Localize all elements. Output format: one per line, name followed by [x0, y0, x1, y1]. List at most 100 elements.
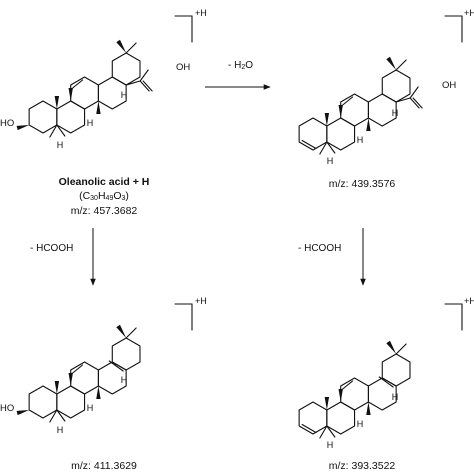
carboxyl-oh-bond: [409, 86, 419, 99]
ring-e: [381, 353, 411, 387]
ring-h-label-2c: H: [326, 156, 334, 166]
ring-c: [70, 361, 99, 395]
ring-h-label-3b: H: [86, 403, 94, 413]
ring-h-label-1c: H: [56, 140, 64, 150]
ring-a: [298, 401, 328, 435]
ring-e: [111, 52, 141, 86]
methyl-bond-a2: [326, 141, 336, 154]
methyl-wedge-c8: [68, 373, 73, 386]
carbonyl-double-bond: [142, 80, 153, 92]
methyl-bond-a1: [49, 409, 58, 423]
ring-b: [326, 117, 356, 151]
compound-mz-4: m/z: 393.3522: [328, 460, 396, 472]
ring-a: [298, 117, 328, 151]
adduct-label-2: +H: [464, 8, 474, 18]
hydroxyl-label-1: HO: [0, 118, 15, 129]
methyl-wedge-c14: [366, 402, 371, 415]
methyl-wedge-e1: [386, 340, 397, 354]
methyl-wedge-e1: [116, 39, 127, 53]
ring-h-label-4b: H: [356, 419, 364, 429]
compound-mz-1: m/z: 457.3682: [70, 205, 138, 217]
compound-mz-2: m/z: 439.3576: [328, 178, 396, 190]
hydroxyl-wedge: [16, 125, 30, 131]
adduct-label-1: +H: [195, 8, 207, 18]
double-bond-c12: [342, 96, 354, 106]
adduct-bracket-2: [444, 15, 463, 43]
ring-b: [56, 385, 86, 419]
carboxyl-oh-label-2: OH: [442, 80, 457, 91]
ring-e: [381, 69, 411, 103]
methyl-wedge-c10: [54, 96, 60, 109]
adduct-bracket-1: [174, 15, 193, 43]
methyl-wedge-c8: [338, 105, 343, 118]
double-bond-c2: [301, 423, 317, 434]
double-bond-c2: [301, 139, 317, 150]
carbonyl-bond: [139, 80, 150, 92]
loss-label-water: - H2O: [228, 60, 254, 71]
ring-h-label-3c: H: [56, 425, 64, 435]
ring-c: [70, 76, 99, 110]
carboxyl-oh-label-1: OH: [176, 62, 191, 73]
methyl-bond-a2: [56, 409, 66, 422]
double-bond-c12: [72, 364, 84, 374]
methyl-wedge-c8: [68, 88, 73, 101]
methyl-wedge-c10: [54, 381, 60, 394]
ring-h-label-4c: H: [326, 440, 334, 450]
methyl-bond-e2: [395, 59, 407, 71]
methyl-bond-a1: [319, 425, 328, 439]
adduct-bracket-4: [444, 303, 463, 331]
methyl-bond-a2: [326, 425, 336, 438]
structure-decarboxylated: [16, 324, 141, 423]
ring-h-label-2a: H: [391, 108, 399, 118]
methyl-bond-a1: [319, 141, 328, 155]
ring-h-label-3a: H: [120, 375, 128, 385]
methyl-wedge-e1: [386, 56, 397, 70]
compound-formula-1: (C30H49O3): [79, 190, 129, 202]
carboxyl-oh-bond: [139, 69, 149, 82]
ring-h-label-1a: H: [120, 90, 128, 100]
loss-label-hcooh-right: - HCOOH: [298, 243, 342, 254]
ring-a: [28, 100, 58, 134]
loss-label-hcooh-left: - HCOOH: [30, 243, 74, 254]
carboxyl-bond: [125, 80, 141, 86]
ring-b: [56, 100, 86, 134]
adduct-label-4: +H: [464, 296, 474, 306]
adduct-bracket-3: [174, 303, 193, 331]
methyl-bond-a2: [56, 124, 66, 137]
methyl-bond-a1: [49, 124, 58, 138]
methyl-wedge-c10: [324, 113, 330, 126]
methyl-wedge-c14: [96, 386, 101, 399]
methyl-wedge-c14: [96, 101, 101, 114]
hydroxyl-wedge: [16, 410, 30, 416]
ring-c: [340, 93, 369, 127]
methyl-bond-e2: [125, 42, 137, 54]
ring-e: [111, 337, 141, 371]
double-bond-c12: [342, 380, 354, 390]
carbonyl-bond: [409, 97, 420, 109]
ring-b: [326, 401, 356, 435]
methyl-wedge-e1: [116, 324, 127, 338]
ring-a: [28, 385, 58, 419]
methyl-bond-e2: [395, 343, 407, 355]
adduct-label-3: +H: [195, 296, 207, 306]
methyl-bond-e2: [125, 327, 137, 339]
hydroxyl-label-3: HO: [0, 403, 15, 414]
double-bond-c12: [72, 79, 84, 89]
compound-mz-3: m/z: 411.3629: [71, 460, 137, 472]
ring-h-label-2b: H: [356, 135, 364, 145]
ring-c: [340, 377, 369, 411]
carbonyl-double-bond: [412, 97, 423, 109]
ring-h-label-1b: H: [86, 118, 94, 128]
structure-dehydrated: [298, 56, 423, 155]
methyl-wedge-c8: [338, 389, 343, 402]
double-bond-c17: [108, 360, 124, 372]
carboxyl-bond: [395, 97, 411, 103]
structure-fully-fragmented: [298, 340, 411, 439]
ring-h-label-4a: H: [391, 392, 399, 402]
compound-name-1: Oleanolic acid + H: [58, 176, 150, 188]
double-bond-c17: [378, 376, 394, 388]
methyl-wedge-c10: [324, 397, 330, 410]
methyl-wedge-c14: [366, 118, 371, 131]
structure-oleanolic: [16, 39, 153, 138]
